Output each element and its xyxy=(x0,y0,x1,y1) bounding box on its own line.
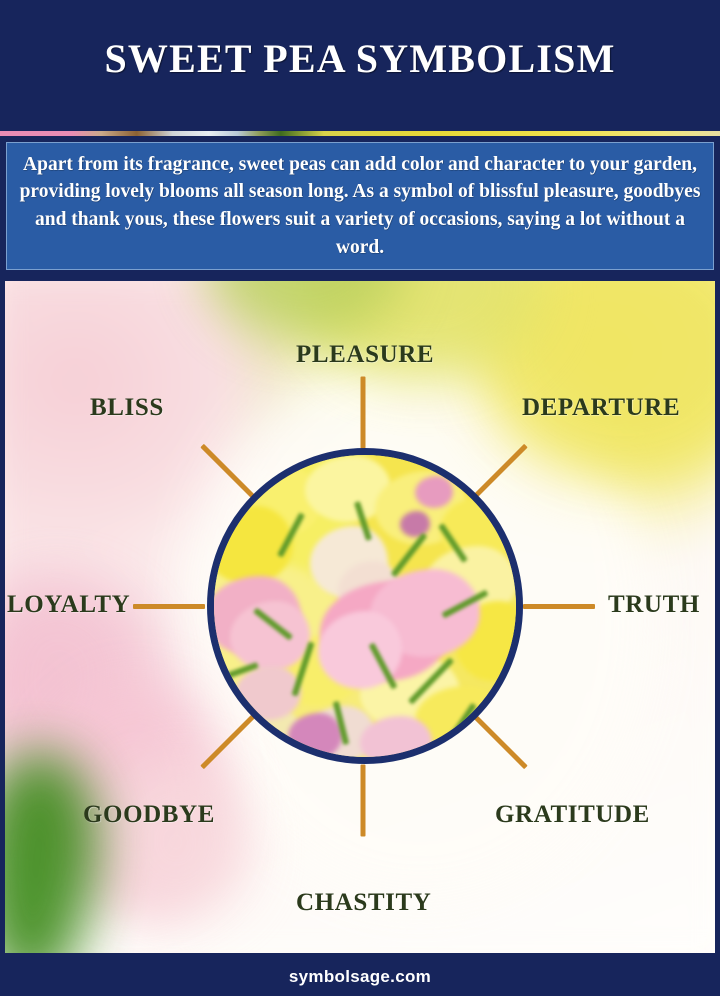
label-gratitude: GRATITUDE xyxy=(495,801,650,828)
background-green-leaf-bottom xyxy=(5,743,112,953)
label-bliss: BLISS xyxy=(90,394,164,421)
footer-bar: symbolsage.com xyxy=(0,958,720,996)
label-departure: DEPARTURE xyxy=(522,394,681,421)
center-circle xyxy=(207,448,523,764)
spoke-pleasure xyxy=(360,376,366,449)
background-pink-petal-small xyxy=(100,761,250,921)
background-yellow-bloom-right xyxy=(475,281,715,481)
header-bar: SWEET PEA SYMBOLISM xyxy=(0,0,720,131)
sweet-pea-flower-photo xyxy=(214,455,516,757)
spoke-truth xyxy=(523,604,595,609)
page-title: SWEET PEA SYMBOLISM xyxy=(104,36,616,81)
diagram-frame: PLEASURE DEPARTURE TRUTH GRATITUDE CHAST… xyxy=(0,276,720,958)
label-loyalty: LOYALTY xyxy=(7,591,131,618)
background-green-leaf-top xyxy=(205,281,405,341)
intro-paragraph: Apart from its fragrance, sweet peas can… xyxy=(19,153,701,258)
site-credit: symbolsage.com xyxy=(288,967,432,986)
intro-section: Apart from its fragrance, sweet peas can… xyxy=(0,136,720,276)
label-chastity: CHASTITY xyxy=(296,889,432,916)
label-goodbye: GOODBYE xyxy=(83,801,215,828)
color-stripe-divider xyxy=(0,131,720,136)
label-truth: TRUTH xyxy=(608,591,700,618)
spoke-chastity xyxy=(360,764,366,837)
intro-box: Apart from its fragrance, sweet peas can… xyxy=(6,142,714,270)
label-pleasure: PLEASURE xyxy=(296,341,435,368)
diagram-stage: PLEASURE DEPARTURE TRUTH GRATITUDE CHAST… xyxy=(5,281,715,953)
spoke-loyalty xyxy=(133,604,205,609)
background-pink-petal-lower xyxy=(35,681,225,911)
